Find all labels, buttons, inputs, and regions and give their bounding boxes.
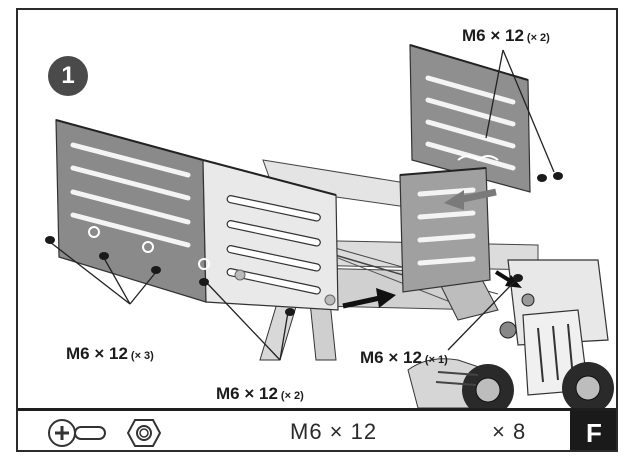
callout-size: M6 × 12 xyxy=(66,344,128,363)
callout-bottom: M6 × 12(× 2) xyxy=(216,384,304,404)
direction-arrows xyxy=(342,188,522,309)
callout-top-right: M6 × 12(× 2) xyxy=(462,26,550,46)
callout-qty: (× 1) xyxy=(424,354,448,366)
callout-middle: M6 × 12(× 1) xyxy=(360,348,448,368)
parts-list-bar: M6 × 12 × 8 F xyxy=(18,408,616,450)
center-panel xyxy=(198,159,339,311)
bolt-icon xyxy=(48,419,106,447)
step-number-badge: 1 xyxy=(48,56,88,96)
callout-size: M6 × 12 xyxy=(216,384,278,403)
callout-qty: (× 2) xyxy=(280,390,304,402)
section-letter-badge: F xyxy=(570,411,616,450)
wheel-assembly xyxy=(407,259,614,408)
left-panel xyxy=(55,119,207,303)
callout-qty: (× 2) xyxy=(526,32,550,44)
parts-size: M6 × 12 xyxy=(290,419,378,444)
callout-left: M6 × 12(× 3) xyxy=(66,344,154,364)
parts-count: × 8 xyxy=(492,419,527,444)
callout-size: M6 × 12 xyxy=(462,26,524,45)
callout-qty: (× 3) xyxy=(130,350,154,362)
front-right-panel xyxy=(399,167,491,293)
instruction-panel: 1 M6 × 12(× 2) M6 × 12(× 3) M6 × 12(× 2)… xyxy=(16,8,618,452)
assembly-illustration xyxy=(45,44,614,408)
upper-right-panel xyxy=(409,44,531,193)
bolt-leaders xyxy=(49,49,555,361)
callout-size: M6 × 12 xyxy=(360,348,422,367)
nut-icon xyxy=(126,419,162,447)
bolt-heads xyxy=(45,172,563,316)
